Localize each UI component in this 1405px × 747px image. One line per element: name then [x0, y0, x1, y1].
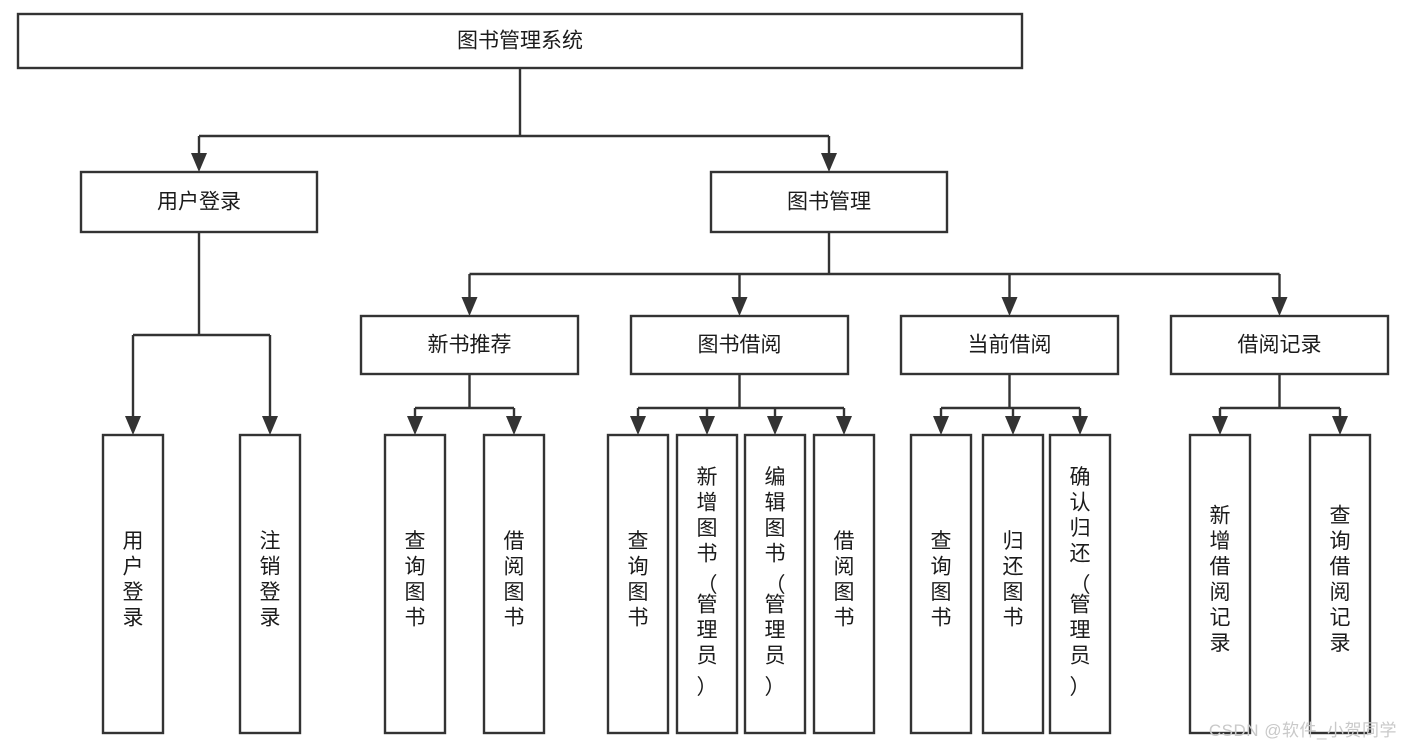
arrow-head-icon: [1271, 297, 1288, 316]
node-label: 新书推荐: [428, 334, 512, 357]
node-label-vertical: 查询图书: [405, 530, 426, 630]
node-编辑图书管理员[interactable]: 编辑图书（管理员）: [743, 433, 807, 735]
arrow-head-icon: [1001, 297, 1018, 316]
node-label: 当前借阅: [968, 334, 1052, 357]
node-注销登录[interactable]: 注销登录: [238, 433, 302, 735]
arrow-head-icon: [1005, 416, 1021, 435]
node-查询借阅记录[interactable]: 查询借阅记录: [1308, 433, 1372, 735]
node-新增借阅记录[interactable]: 新增借阅记录: [1188, 433, 1252, 735]
arrow-head-icon: [125, 416, 141, 435]
node-借阅图书[interactable]: 借阅图书: [812, 433, 876, 735]
node-box-rect: [16, 12, 1024, 70]
node-box-rect: [709, 170, 949, 234]
node-box-rect: [606, 433, 670, 735]
node-box-rect: [1188, 433, 1252, 735]
node-label-vertical: 注销登录: [260, 530, 281, 630]
node-box-rect: [743, 433, 807, 735]
node-新增图书管理员[interactable]: 新增图书（管理员）: [675, 433, 739, 735]
node-box-rect: [1048, 433, 1112, 735]
node-label-vertical: 新增图书（管理员）: [697, 466, 718, 699]
node-label-vertical: 编辑图书（管理员）: [765, 466, 786, 699]
node-label: 图书管理: [787, 191, 871, 214]
arrow-head-icon: [407, 416, 423, 435]
node-借阅图书[interactable]: 借阅图书: [482, 433, 546, 735]
node-boxes: 图书管理系统用户登录图书管理新书推荐图书借阅当前借阅借阅记录用户登录注销登录查询…: [16, 12, 1390, 735]
node-图书管理[interactable]: 图书管理: [709, 170, 949, 234]
arrow-head-icon: [262, 416, 278, 435]
node-label: 借阅记录: [1238, 334, 1322, 357]
arrow-head-icon: [1332, 416, 1348, 435]
arrow-head-icon: [1212, 416, 1228, 435]
node-label-vertical: 查询借阅记录: [1330, 504, 1351, 655]
node-用户登录[interactable]: 用户登录: [79, 170, 319, 234]
node-查询图书[interactable]: 查询图书: [909, 433, 973, 735]
node-label-vertical: 确认归还（管理员）: [1070, 466, 1091, 699]
node-借阅记录[interactable]: 借阅记录: [1169, 314, 1390, 376]
node-box-rect: [899, 314, 1120, 376]
node-box-rect: [482, 433, 546, 735]
arrow-head-icon: [767, 416, 783, 435]
node-box-rect: [238, 433, 302, 735]
node-当前借阅[interactable]: 当前借阅: [899, 314, 1120, 376]
node-box-rect: [675, 433, 739, 735]
arrow-head-icon: [630, 416, 646, 435]
arrow-head-icon: [821, 153, 837, 172]
node-label-vertical: 查询图书: [931, 530, 952, 630]
node-用户登录[interactable]: 用户登录: [101, 433, 165, 735]
node-label-vertical: 借阅图书: [834, 530, 855, 630]
node-box-rect: [629, 314, 850, 376]
node-label: 图书借阅: [698, 334, 782, 357]
node-box-rect: [359, 314, 580, 376]
arrow-head-icon: [836, 416, 852, 435]
node-box-rect: [101, 433, 165, 735]
node-查询图书[interactable]: 查询图书: [606, 433, 670, 735]
node-label: 图书管理系统: [457, 30, 583, 53]
node-box-rect: [909, 433, 973, 735]
node-box-rect: [383, 433, 447, 735]
node-box-rect: [79, 170, 319, 234]
node-box-rect: [981, 433, 1045, 735]
arrow-head-icon: [731, 297, 748, 316]
node-label-vertical: 查询图书: [628, 530, 649, 630]
node-box-rect: [1169, 314, 1390, 376]
node-label-vertical: 归还图书: [1003, 530, 1024, 630]
arrow-head-icon: [191, 153, 207, 172]
connector-lines: [125, 68, 1348, 435]
node-label: 用户登录: [157, 191, 241, 214]
arrow-head-icon: [506, 416, 522, 435]
node-确认归还管理员[interactable]: 确认归还（管理员）: [1048, 433, 1112, 735]
arrow-head-icon: [699, 416, 715, 435]
arrow-head-icon: [1072, 416, 1088, 435]
node-label-vertical: 用户登录: [123, 530, 144, 630]
node-新书推荐[interactable]: 新书推荐: [359, 314, 580, 376]
node-归还图书[interactable]: 归还图书: [981, 433, 1045, 735]
node-图书借阅[interactable]: 图书借阅: [629, 314, 850, 376]
node-图书管理系统[interactable]: 图书管理系统: [16, 12, 1024, 70]
node-label-vertical: 借阅图书: [504, 530, 525, 630]
node-label-vertical: 新增借阅记录: [1210, 504, 1231, 655]
arrow-head-icon: [933, 416, 949, 435]
arrow-head-icon: [461, 297, 478, 316]
node-box-rect: [812, 433, 876, 735]
node-box-rect: [1308, 433, 1372, 735]
node-查询图书[interactable]: 查询图书: [383, 433, 447, 735]
